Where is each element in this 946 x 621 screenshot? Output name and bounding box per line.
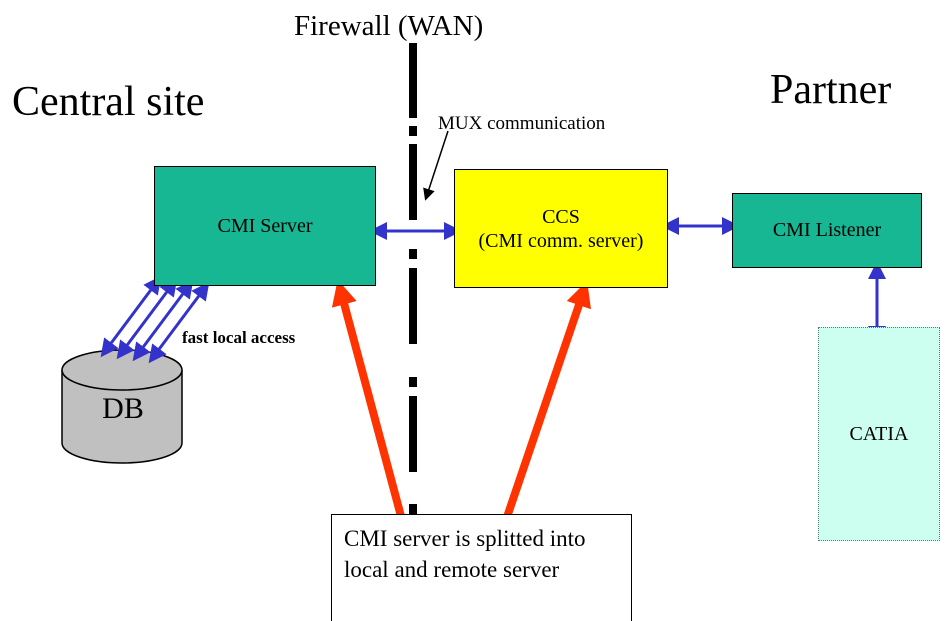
cmi-listener-label: CMI Listener — [772, 219, 882, 241]
cmi-server-label: CMI Server — [217, 214, 313, 237]
cmi-server-node: CMI Server — [154, 166, 376, 286]
split-server-note: CMI server is splitted into local and re… — [331, 514, 632, 621]
ccs-label: CCS — [542, 205, 580, 228]
mux-pointer-arrow — [423, 130, 449, 201]
ccs-sublabel: (CMI comm. server) — [478, 229, 644, 252]
catia-node: CATIA — [818, 327, 940, 541]
ccs-node: CCS (CMI comm. server) — [454, 169, 668, 288]
note-pointer-to-cmi-server — [331, 279, 406, 522]
fast-local-access-label: fast local access — [182, 328, 296, 347]
db-cylinder — [61, 349, 183, 464]
mux-communication-label: MUX communication — [438, 113, 606, 134]
central-site-title: Central site — [12, 79, 205, 125]
catia-label: CATIA — [849, 422, 909, 445]
fast-local-access-arrows — [100, 275, 210, 364]
firewall-line — [409, 42, 417, 514]
db-label: DB — [102, 392, 144, 425]
note-pointer-to-ccs — [502, 280, 592, 522]
cmi-listener-node: CMI Listener — [732, 193, 922, 268]
firewall-title: Firewall (WAN) — [292, 10, 486, 43]
partner-title: Partner — [770, 67, 892, 113]
